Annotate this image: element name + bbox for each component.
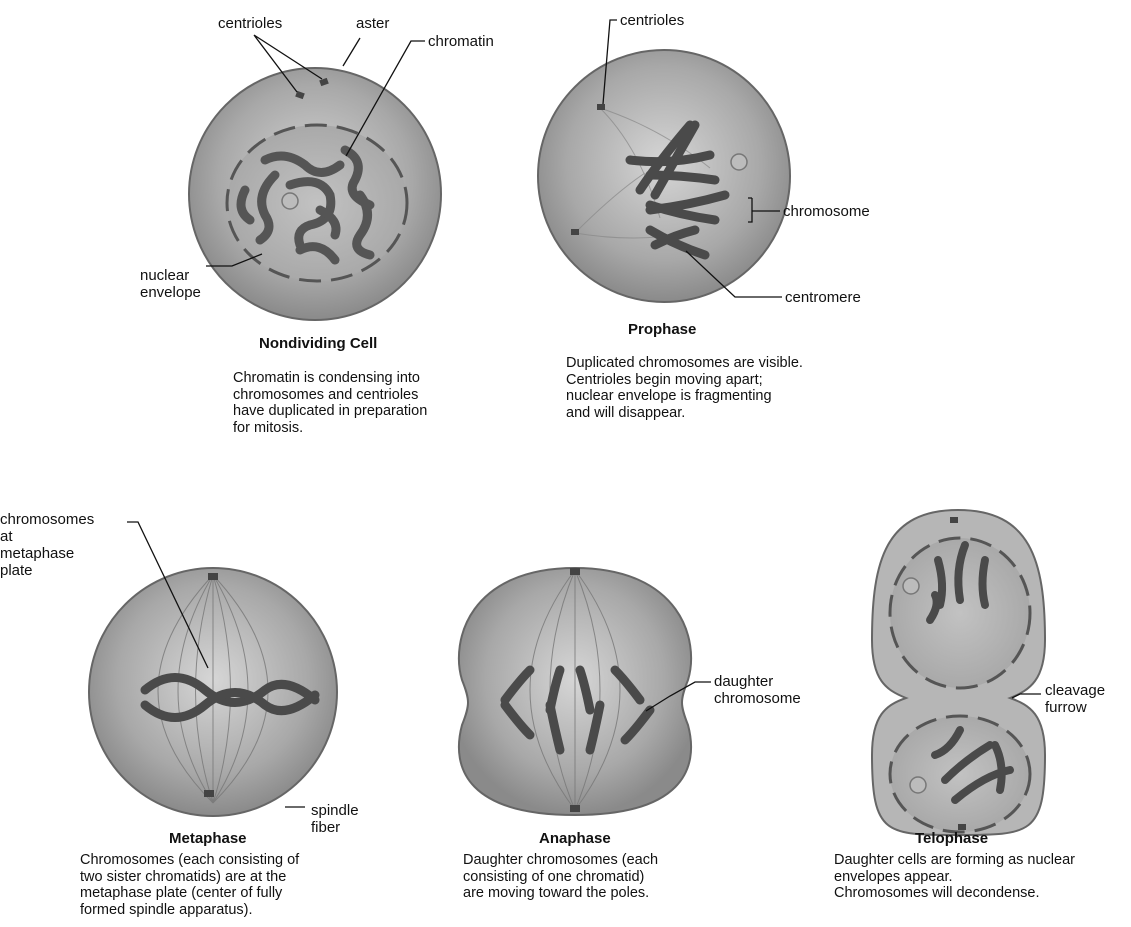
title-anaphase: Anaphase [539, 830, 611, 847]
nondividing-cell [189, 68, 441, 320]
centriole [950, 517, 958, 523]
label-centromere: centromere [785, 289, 861, 306]
metaphase-cell [89, 568, 337, 816]
centriole [571, 229, 579, 235]
telophase-cells [872, 510, 1045, 835]
description-metaphase: Chromosomes (each consisting of two sist… [80, 852, 299, 918]
label-cleavage-furrow: cleavage furrow [1045, 682, 1105, 716]
label-chromosome: chromosome [783, 203, 870, 220]
label-daughter-chromosome: daughter chromosome [714, 673, 801, 707]
prophase-cell [538, 50, 790, 302]
anaphase-cell [459, 568, 691, 815]
title-telophase: Telophase [915, 830, 988, 847]
description-telophase: Daughter cells are forming as nuclear en… [834, 852, 1075, 902]
centriole [204, 790, 214, 797]
centriole [570, 568, 580, 575]
description-prophase: Duplicated chromosomes are visible. Cent… [566, 355, 803, 421]
label-aster: aster [356, 15, 389, 32]
centriole [208, 573, 218, 580]
description-nondividing: Chromatin is condensing into chromosomes… [233, 370, 427, 436]
description-anaphase: Daughter chromosomes (each consisting of… [463, 852, 658, 902]
label-centrioles-prophase: centrioles [620, 12, 684, 29]
label-centrioles: centrioles [218, 15, 282, 32]
label-spindle-fiber: spindle fiber [311, 802, 359, 836]
title-prophase: Prophase [628, 321, 696, 338]
centriole [570, 805, 580, 812]
label-chromosomes-at-metaphase-plate: chromosomes at metaphase plate [0, 511, 94, 579]
centriole [597, 104, 605, 110]
title-nondividing: Nondividing Cell [259, 335, 377, 352]
label-chromatin: chromatin [428, 33, 494, 50]
label-nuclear-envelope: nuclear envelope [140, 267, 201, 301]
title-metaphase: Metaphase [169, 830, 247, 847]
